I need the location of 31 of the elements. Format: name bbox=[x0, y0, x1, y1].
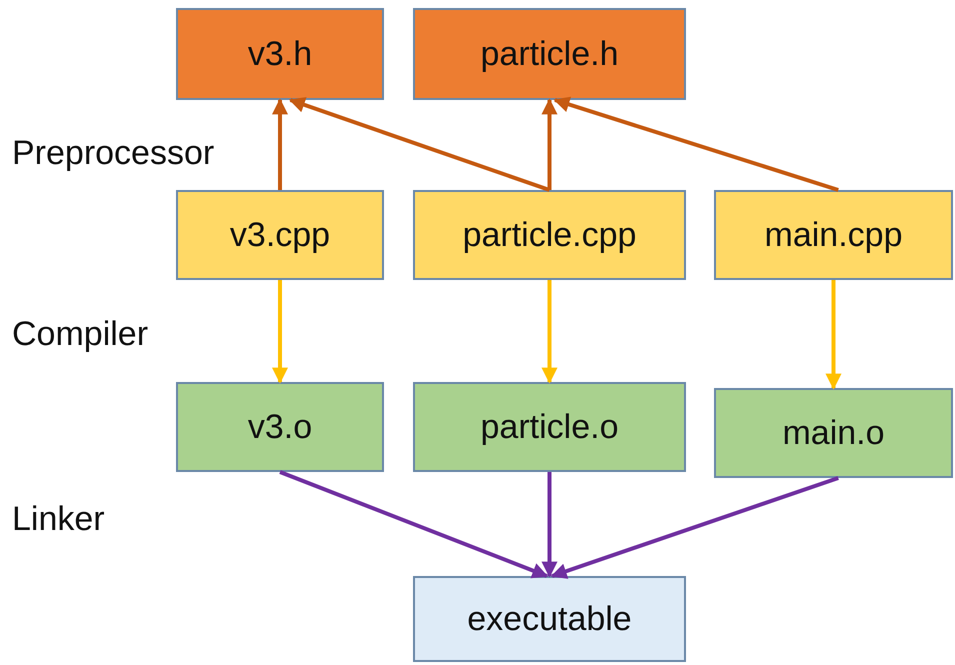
file-name: particle.h bbox=[480, 34, 618, 74]
file-box bbox=[176, 190, 384, 280]
file-name: particle.cpp bbox=[462, 216, 636, 254]
arrow bbox=[553, 96, 839, 192]
file-box bbox=[714, 388, 953, 478]
file-box bbox=[176, 8, 384, 100]
arrow bbox=[826, 280, 842, 390]
stage-label: Preprocessor bbox=[12, 134, 214, 173]
arrow bbox=[550, 476, 839, 579]
file-name: v3.o bbox=[248, 408, 312, 446]
file-name: v3.h bbox=[248, 34, 312, 74]
arrow bbox=[288, 97, 550, 192]
arrow bbox=[542, 280, 558, 384]
file-name: main.cpp bbox=[764, 216, 902, 254]
file-box bbox=[413, 190, 686, 280]
file-box bbox=[176, 382, 384, 472]
file-box bbox=[714, 190, 953, 280]
arrow bbox=[272, 280, 288, 384]
stage-label: Linker bbox=[12, 500, 105, 539]
file-name: main.o bbox=[782, 414, 885, 452]
stage-label: Compiler bbox=[12, 315, 148, 354]
file-box bbox=[413, 8, 686, 100]
arrow bbox=[542, 472, 558, 578]
file-box bbox=[413, 382, 686, 472]
arrow bbox=[272, 98, 288, 190]
file-name: v3.cpp bbox=[230, 216, 330, 254]
arrow bbox=[279, 470, 548, 578]
file-box bbox=[413, 576, 686, 662]
file-name: particle.o bbox=[480, 408, 618, 446]
arrow bbox=[542, 98, 558, 190]
file-name: executable bbox=[467, 600, 632, 638]
